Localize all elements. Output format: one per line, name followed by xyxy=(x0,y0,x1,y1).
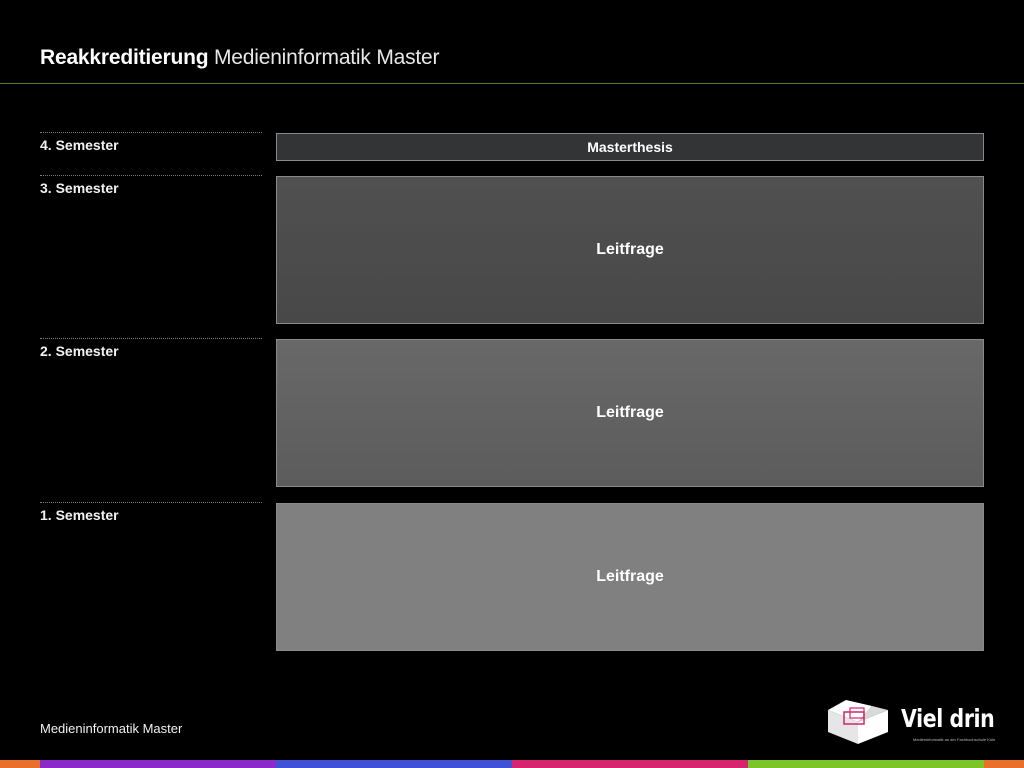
open-box-icon xyxy=(828,700,888,744)
masterthesis-box: Masterthesis xyxy=(276,133,984,161)
semester-3-label: 3. Semester xyxy=(40,175,262,196)
logo-tagline: Medieninformatik an der Fachhochschule K… xyxy=(913,737,996,742)
color-stripe xyxy=(0,760,1024,768)
logo-text: Viel drin xyxy=(901,704,995,733)
semester-3-box: Leitfrage xyxy=(276,176,984,324)
semester-3-leitfrage: Leitfrage xyxy=(596,241,664,258)
page-title: Reakkreditierung Medieninformatik Master xyxy=(40,46,440,70)
stripe-orange-left xyxy=(0,760,40,768)
page-title-light: Medieninformatik Master xyxy=(214,46,440,69)
semester-1-leitfrage: Leitfrage xyxy=(596,568,664,585)
stripe-orange-right xyxy=(984,760,1024,768)
semester-1-box: Leitfrage xyxy=(276,503,984,651)
semester-4-label: 4. Semester xyxy=(40,132,262,153)
masterthesis-label: Masterthesis xyxy=(587,139,673,155)
stripe-green xyxy=(748,760,984,768)
stripe-pink xyxy=(512,760,748,768)
title-divider xyxy=(0,83,1024,84)
footer-text: Medieninformatik Master xyxy=(40,721,183,736)
semester-2-leitfrage: Leitfrage xyxy=(596,404,664,421)
semester-1-label: 1. Semester xyxy=(40,502,262,523)
stripe-purple xyxy=(40,760,276,768)
page-title-bold: Reakkreditierung xyxy=(40,46,209,69)
semester-2-box: Leitfrage xyxy=(276,339,984,487)
semester-2-label: 2. Semester xyxy=(40,338,262,359)
stripe-blue xyxy=(276,760,512,768)
